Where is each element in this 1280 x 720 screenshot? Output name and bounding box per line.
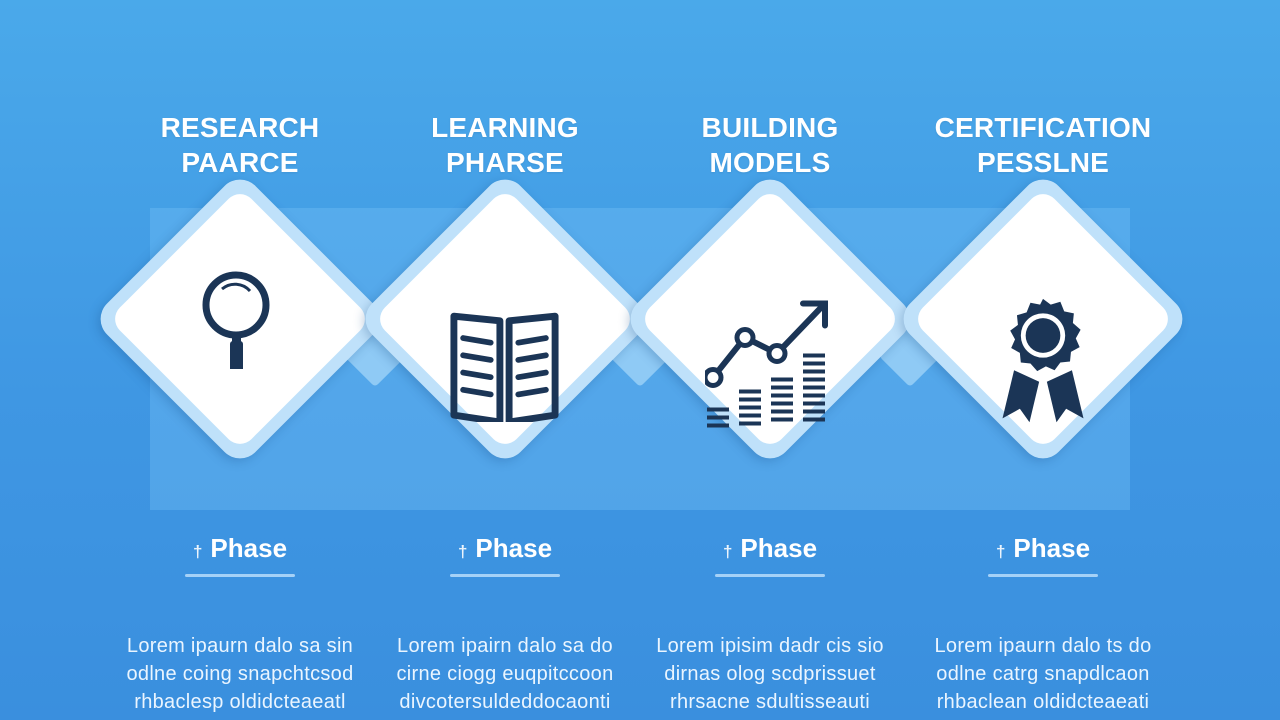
phase-title: CERTIFICATION PESSLNE (893, 110, 1193, 180)
phase-description: Lorem ipisim dadr cis sio dirnas olog sc… (640, 632, 900, 716)
phase-underline (988, 574, 1098, 577)
open-book-icon (450, 312, 559, 422)
phase-title-line2: PESSLNE (976, 147, 1110, 178)
description-line: rhbaclesp oldidcteaeatl (134, 691, 346, 713)
phase-title: RESEARCH PAARCE (90, 110, 390, 180)
phase-marker-icon: † (457, 542, 468, 561)
phase-learning: LEARNING PHARSE † Phase Lorem ipairn dalo… (355, 0, 655, 720)
description-line: odlne coing snapchtcsod (126, 663, 354, 685)
phase-title-line2: MODELS (709, 147, 831, 178)
phase-title: LEARNING PHARSE (355, 110, 655, 180)
description-line: rhbaclean oldidcteaeati (936, 691, 1150, 713)
phase-certification: CERTIFICATION PESSLNE † Phase Lorem ipaur… (893, 0, 1193, 720)
phase-title-line1: CERTIFICATION (934, 112, 1152, 143)
description-line: Lorem ipaurn dalo sa sin (126, 635, 354, 657)
phase-label-text: Phase (475, 533, 553, 563)
phase-description: Lorem ipaurn dalo sa sin odlne coing sna… (110, 632, 370, 716)
phase-label-text: Phase (210, 533, 288, 563)
description-line: divcotersuldeddocaonti (399, 691, 611, 713)
phase-label-text: Phase (1013, 533, 1091, 563)
phase-title-line2: PHARSE (446, 147, 564, 178)
magnifying-glass-icon (202, 271, 270, 369)
phase-label: † Phase (355, 533, 655, 564)
phase-label: † Phase (893, 533, 1193, 564)
phase-marker-icon: † (995, 542, 1006, 561)
growth-chart-icon (705, 300, 828, 428)
description-line: rhrsacne sdultisseauti (669, 691, 871, 713)
phase-underline (715, 574, 825, 577)
phase-label: † Phase (620, 533, 920, 564)
phase-underline (185, 574, 295, 577)
phase-marker-icon: † (192, 542, 203, 561)
phase-title-line2: PAARCE (181, 147, 299, 178)
phase-label-text: Phase (740, 533, 818, 563)
phase-marker-icon: † (722, 542, 733, 561)
phase-label: † Phase (90, 533, 390, 564)
phase-description: Lorem ipairn dalo sa do cirne ciogg euqp… (375, 632, 635, 716)
description-line: Lorem ipairn dalo sa do (397, 635, 613, 657)
description-line: Lorem ipisim dadr cis sio (656, 635, 884, 657)
phase-title-line1: BUILDING (701, 112, 839, 143)
award-ribbon-icon (1002, 298, 1084, 423)
description-line: cirne ciogg euqpitccoon (396, 663, 614, 685)
phase-underline (450, 574, 560, 577)
phase-research: RESEARCH PAARCE † Phase Lorem ipaurn dalo… (90, 0, 390, 720)
phase-title: BUILDING MODELS (620, 110, 920, 180)
description-line: odlne catrg snapdlcaon (936, 663, 1150, 685)
phase-title-line1: LEARNING (431, 112, 579, 143)
phase-title-line1: RESEARCH (160, 112, 320, 143)
phase-description: Lorem ipaurn dalo ts do odlne catrg snap… (913, 632, 1173, 716)
description-line: Lorem ipaurn dalo ts do (934, 635, 1152, 657)
phase-building: BUILDING MODELS † Phase Lorem ipisim dadr… (620, 0, 920, 720)
description-line: dirnas olog scdprissuet (664, 663, 876, 685)
